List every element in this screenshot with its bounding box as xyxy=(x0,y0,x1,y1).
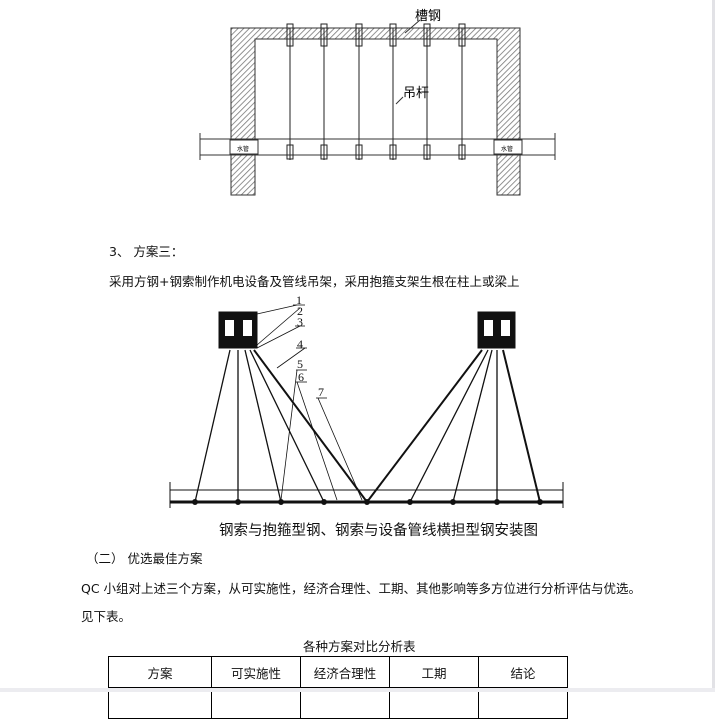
header-feasibility: 可实施性 xyxy=(211,656,301,688)
figure2-caption: 钢索与抱箍型钢、钢索与设备管线横担型钢安装图 xyxy=(219,523,538,539)
header-conclusion: 结论 xyxy=(478,656,568,688)
callout-7: 7 xyxy=(318,385,324,399)
header-duration: 工期 xyxy=(389,656,479,688)
table-title: 各种方案对比分析表 xyxy=(303,639,416,654)
callout-6: 6 xyxy=(298,370,304,384)
figure-hanger-frame: 槽钢 吊杆 水管 水管 xyxy=(169,9,564,508)
label-hanger-rod: 吊杆 xyxy=(403,86,429,101)
table-header-row: 方案 可实施性 经济合理性 工期 结论 xyxy=(108,656,568,688)
header-economy: 经济合理性 xyxy=(300,656,390,688)
label-pipe-right: 水管 xyxy=(501,145,513,153)
section-best-heading: （二） 优选最佳方案 xyxy=(86,551,203,566)
callout-5: 5 xyxy=(297,357,303,371)
header-scheme: 方案 xyxy=(108,656,212,688)
callout-2: 2 xyxy=(297,304,303,318)
callout-1: 1 xyxy=(296,293,302,307)
scrollbar-track[interactable] xyxy=(712,0,715,692)
figure-cable-hanger xyxy=(169,304,564,508)
section3-heading: 3、 方案三： xyxy=(109,244,184,259)
label-pipe-left: 水管 xyxy=(237,145,249,153)
section3-body: 采用方钢+钢索制作机电设备及管线吊架，采用抱箍支架生根在柱上或梁上 xyxy=(109,274,520,289)
callout-3: 3 xyxy=(297,315,303,329)
label-channel-steel: 槽钢 xyxy=(415,9,441,24)
section-best-body2: 见下表。 xyxy=(81,609,132,624)
callout-4: 4 xyxy=(297,337,303,351)
section-best-body: QC 小组对上述三个方案，从可实施性，经济合理性、工期、其他影响等多方位进行分析… xyxy=(81,581,642,596)
bottom-edge xyxy=(0,688,715,692)
